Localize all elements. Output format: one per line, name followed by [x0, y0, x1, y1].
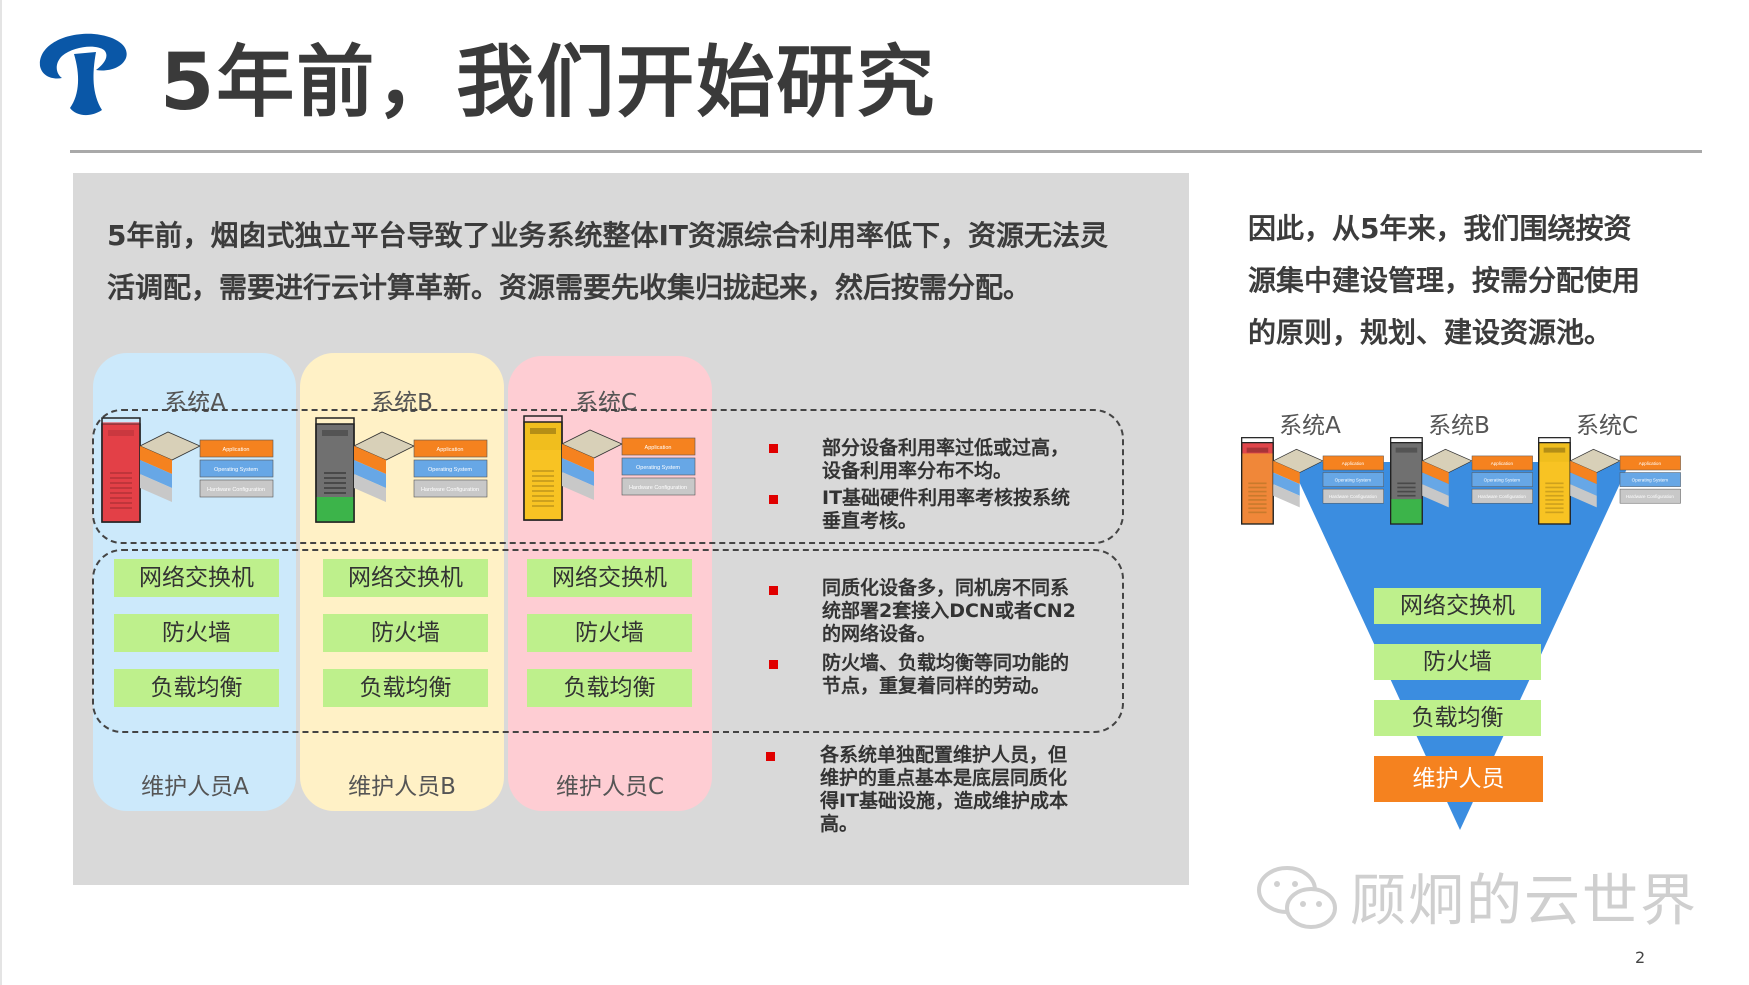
- note-line: 高。: [820, 813, 859, 835]
- pool-system-c-label: 系统C: [1575, 413, 1639, 439]
- note-bullet: [769, 444, 778, 453]
- note-bullet: [766, 752, 775, 761]
- network-note-2: 防火墙、负载均衡等同功能的 节点，重复着同样的劳动。: [822, 652, 1069, 698]
- svg-text:Application: Application: [437, 447, 464, 453]
- hardware-note-2: IT基础硬件利用率考核按系统 垂直考核。: [822, 487, 1070, 533]
- maintainer-c: 维护人员C: [555, 774, 665, 800]
- pool-firewall: 防火墙: [1374, 644, 1541, 680]
- note-line: 设备利用率分布不均。: [822, 460, 1013, 482]
- watermark-text: 顾炯的云世界: [1350, 869, 1698, 934]
- network-note-1: 同质化设备多，同机房不同系 统部署2套接入DCN或者CN2 的网络设备。: [822, 577, 1076, 646]
- firewall-a: 防火墙: [114, 614, 279, 652]
- intro-paragraph: 5年前，烟囱式独立平台导致了业务系统整体IT资源综合利用率低下，资源无法灵 活调…: [107, 210, 1167, 314]
- note-line: 防火墙、负载均衡等同功能的: [822, 652, 1070, 674]
- wechat-icon: [1257, 866, 1337, 929]
- note-line: 各系统单独配置维护人员，但: [820, 744, 1068, 766]
- maintenance-note: 各系统单独配置维护人员，但 维护的重点基本是底层同质化 得IT基础设施，造成维护…: [820, 744, 1068, 836]
- para-line: 的原则，规划、建设资源池。: [1248, 316, 1613, 349]
- svg-text:Operating System: Operating System: [636, 465, 680, 471]
- note-line: IT基础硬件利用率考核按系统: [822, 487, 1071, 509]
- svg-text:Hardware Configuration: Hardware Configuration: [629, 485, 687, 491]
- system-c-label: 系统C: [574, 390, 638, 416]
- network-switch-a: 网络交换机: [114, 559, 279, 597]
- firewall-c: 防火墙: [527, 614, 692, 652]
- svg-text:Hardware Configuration: Hardware Configuration: [1478, 494, 1526, 499]
- note-bullet: [769, 495, 778, 504]
- network-layer-group: [92, 549, 1124, 733]
- note-line: 维护的重点基本是底层同质化: [820, 767, 1068, 789]
- note-line: 部分设备利用率过低或过高，: [822, 437, 1070, 459]
- svg-text:Application: Application: [1491, 461, 1514, 466]
- load-balancer-b: 负载均衡: [323, 669, 488, 707]
- china-telecom-logo-icon: [39, 33, 127, 116]
- svg-text:Operating System: Operating System: [1632, 478, 1669, 483]
- note-bullet: [769, 586, 778, 595]
- slide-edge: [0, 0, 2, 985]
- pool-system-a-label: 系统A: [1279, 413, 1341, 439]
- resource-pool-paragraph: 因此，从5年来，我们围绕按资 源集中建设管理，按需分配使用 的原则，规划、建设资…: [1248, 203, 1688, 359]
- svg-text:Operating System: Operating System: [1484, 478, 1521, 483]
- svg-text:Application: Application: [223, 447, 250, 453]
- hardware-note-1: 部分设备利用率过低或过高， 设备利用率分布不均。: [822, 437, 1069, 483]
- note-line: 得IT基础设施，造成维护成本: [820, 790, 1069, 812]
- note-line: 同质化设备多，同机房不同系: [822, 577, 1070, 599]
- hardware-layer-group: [92, 409, 1124, 544]
- note-bullet: [769, 660, 778, 669]
- pool-network-switch: 网络交换机: [1374, 588, 1541, 624]
- svg-text:Hardware Configuration: Hardware Configuration: [1329, 494, 1377, 499]
- svg-text:Hardware Configuration: Hardware Configuration: [1626, 494, 1674, 499]
- firewall-b: 防火墙: [323, 614, 488, 652]
- svg-text:Operating System: Operating System: [428, 467, 472, 473]
- svg-text:Operating System: Operating System: [214, 467, 258, 473]
- page-number: 2: [1635, 948, 1646, 967]
- system-b-label: 系统B: [371, 390, 433, 416]
- svg-text:Hardware Configuration: Hardware Configuration: [421, 487, 479, 493]
- svg-text:Application: Application: [1342, 461, 1365, 466]
- maintainer-b: 维护人员B: [348, 774, 456, 800]
- pool-maintainer: 维护人员: [1374, 756, 1543, 802]
- load-balancer-a: 负载均衡: [114, 669, 279, 707]
- para-line: 因此，从5年来，我们围绕按资: [1248, 212, 1632, 245]
- svg-text:Hardware Configuration: Hardware Configuration: [207, 487, 265, 493]
- svg-text:Application: Application: [645, 445, 672, 451]
- network-switch-c: 网络交换机: [527, 559, 692, 597]
- note-line: 垂直考核。: [822, 510, 918, 532]
- pool-load-balancer: 负载均衡: [1374, 700, 1541, 736]
- page-title: 5年前，我们开始研究: [160, 38, 937, 128]
- para-line: 源集中建设管理，按需分配使用: [1248, 264, 1641, 297]
- maintainer-a: 维护人员A: [141, 774, 249, 800]
- network-switch-b: 网络交换机: [323, 559, 488, 597]
- intro-line: 活调配，需要进行云计算革新。资源需要先收集归拢起来，然后按需分配。: [107, 271, 1032, 304]
- load-balancer-c: 负载均衡: [527, 669, 692, 707]
- note-line: 的网络设备。: [822, 623, 937, 645]
- pool-system-b-label: 系统B: [1428, 413, 1490, 439]
- title-rule: [70, 150, 1702, 153]
- svg-text:Operating System: Operating System: [1335, 478, 1372, 483]
- note-line: 节点，重复着同样的劳动。: [822, 675, 1051, 697]
- system-a-label: 系统A: [164, 390, 226, 416]
- svg-text:Application: Application: [1639, 461, 1662, 466]
- intro-line: 5年前，烟囱式独立平台导致了业务系统整体IT资源综合利用率低下，资源无法灵: [107, 219, 1109, 252]
- note-line: 统部署2套接入DCN或者CN2: [822, 600, 1076, 622]
